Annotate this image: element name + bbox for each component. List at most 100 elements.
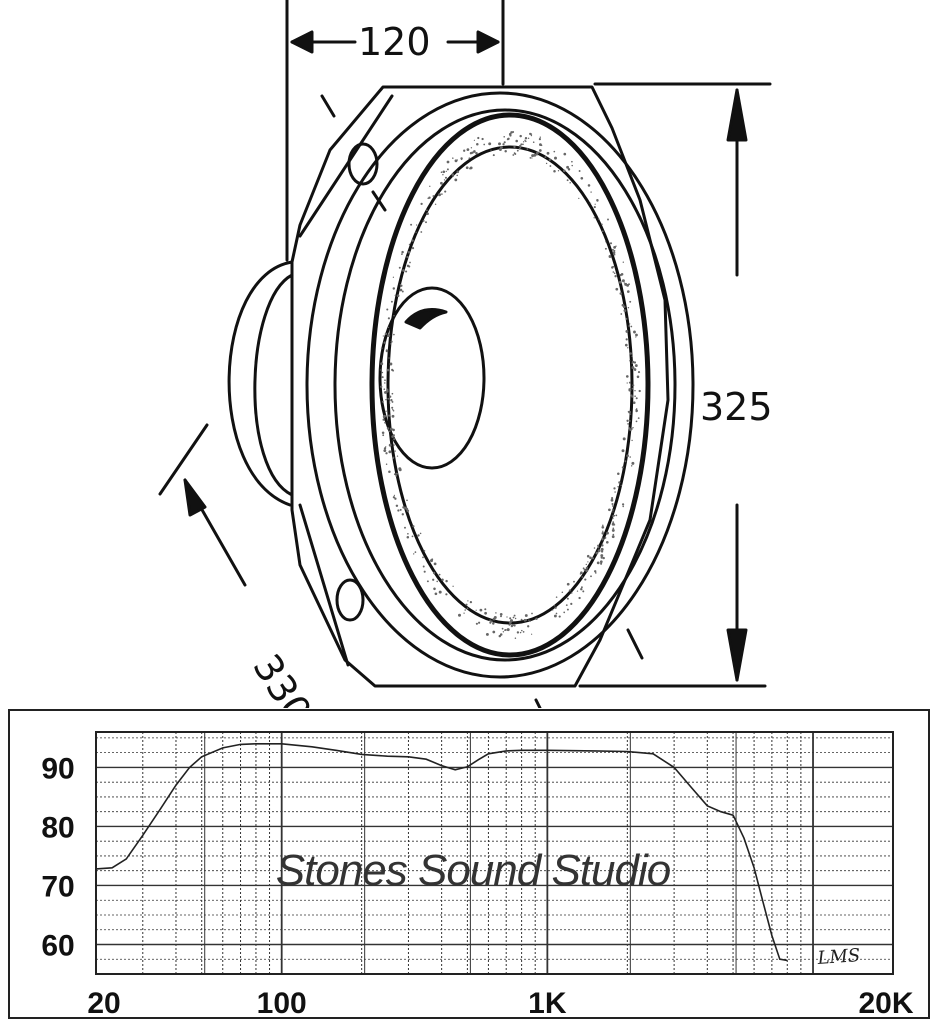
stipple-dot xyxy=(629,300,632,303)
stipple-dot xyxy=(611,505,614,507)
stipple-dot xyxy=(386,388,389,391)
stipple-dot xyxy=(601,538,604,541)
stipple-dot xyxy=(488,142,492,146)
stipple-dot xyxy=(622,261,624,263)
stipple-dot xyxy=(481,137,484,141)
stipple-dot xyxy=(566,165,570,169)
stipple-dot xyxy=(612,527,615,530)
y-tick-label: 70 xyxy=(41,870,74,903)
stipple-dot xyxy=(387,397,390,400)
stipple-dot xyxy=(631,360,635,364)
stipple-dot xyxy=(390,340,393,343)
stipple-dot xyxy=(615,287,619,291)
stipple-dot xyxy=(513,614,516,617)
stipple-dot xyxy=(489,621,492,624)
stipple-dot xyxy=(585,563,587,566)
stipple-dot xyxy=(492,154,495,157)
stipple-dot xyxy=(429,185,431,187)
stipple-dot xyxy=(408,265,411,268)
stipple-dot xyxy=(628,410,631,414)
stipple-dot xyxy=(629,352,632,355)
stipple-dot xyxy=(629,456,631,458)
stipple-dot xyxy=(570,602,573,606)
stipple-dot xyxy=(600,547,604,551)
stipple-dot xyxy=(425,221,427,224)
stipple-dot xyxy=(527,625,530,628)
stipple-dot xyxy=(600,550,604,553)
speaker-frame xyxy=(290,85,670,708)
stipple-dot xyxy=(422,556,424,559)
stipple-dot xyxy=(613,272,616,274)
stipple-dot xyxy=(586,554,590,558)
stipple-dot xyxy=(593,217,595,219)
stipple-dot xyxy=(413,553,415,555)
stipple-dot xyxy=(576,590,579,592)
stipple-dot xyxy=(492,630,496,634)
stipple-dot xyxy=(613,253,616,256)
stipple-dot xyxy=(404,526,406,529)
stipple-dot xyxy=(410,223,413,226)
stipple-dot xyxy=(432,571,436,575)
stipple-dot xyxy=(633,361,637,364)
y-tick-label: 90 xyxy=(41,752,74,785)
stipple-dot xyxy=(516,631,520,634)
stipple-dot xyxy=(521,629,523,632)
stipple-dot xyxy=(402,269,405,272)
depth-dimension xyxy=(285,0,505,262)
stipple-dot xyxy=(438,573,441,576)
stipple-dot xyxy=(392,428,395,432)
stipple-dot xyxy=(411,247,415,250)
stipple-dot xyxy=(638,389,641,393)
stipple-dot xyxy=(388,443,392,447)
stipple-dot xyxy=(602,556,605,560)
stipple-dot xyxy=(380,347,383,350)
stipple-dot xyxy=(553,605,556,607)
stipple-dot xyxy=(385,452,388,455)
stipple-dot xyxy=(394,294,397,297)
stipple-dot xyxy=(590,191,592,193)
stipple-dot xyxy=(569,182,571,184)
stipple-dot xyxy=(600,554,604,558)
stipple-dot xyxy=(444,176,448,179)
stipple-dot xyxy=(388,357,390,359)
stipple-dot xyxy=(503,141,506,144)
stipple-dot xyxy=(395,474,398,477)
stipple-dot xyxy=(438,590,442,594)
stipple-dot xyxy=(469,167,472,170)
stipple-dot xyxy=(508,623,511,626)
stipple-dot xyxy=(465,603,468,606)
stipple-dot xyxy=(602,536,604,538)
stipple-dot xyxy=(422,219,425,222)
stipple-dot xyxy=(549,165,552,167)
stipple-dot xyxy=(601,542,604,544)
stipple-dot xyxy=(538,138,541,141)
stipple-dot xyxy=(451,173,454,176)
stipple-dot xyxy=(392,287,396,290)
stipple-dot xyxy=(565,604,568,606)
stipple-dot xyxy=(604,536,607,539)
stipple-dot xyxy=(434,203,437,206)
stipple-dot xyxy=(628,381,631,384)
height-label: 325 xyxy=(700,385,773,429)
stipple-dot xyxy=(398,266,401,269)
stipple-dot xyxy=(445,593,448,596)
stipple-dot xyxy=(566,179,569,182)
stipple-dot xyxy=(535,617,538,621)
stipple-dot xyxy=(609,242,613,245)
stipple-dot xyxy=(611,535,615,539)
stipple-dot xyxy=(594,570,597,573)
stipple-dot xyxy=(522,141,525,143)
stipple-dot xyxy=(401,290,404,293)
stipple-dot xyxy=(614,275,617,278)
stipple-dot xyxy=(426,212,429,215)
stipple-dot xyxy=(382,335,384,337)
stipple-dot xyxy=(622,437,626,441)
y-tick-label: 80 xyxy=(41,811,74,844)
stipple-dot xyxy=(426,209,428,212)
stipple-dot xyxy=(568,589,571,592)
stipple-dot xyxy=(611,528,615,532)
stipple-dot xyxy=(594,203,596,205)
stipple-dot xyxy=(571,160,573,163)
stipple-dot xyxy=(580,586,583,589)
stipple-dot xyxy=(620,273,624,276)
